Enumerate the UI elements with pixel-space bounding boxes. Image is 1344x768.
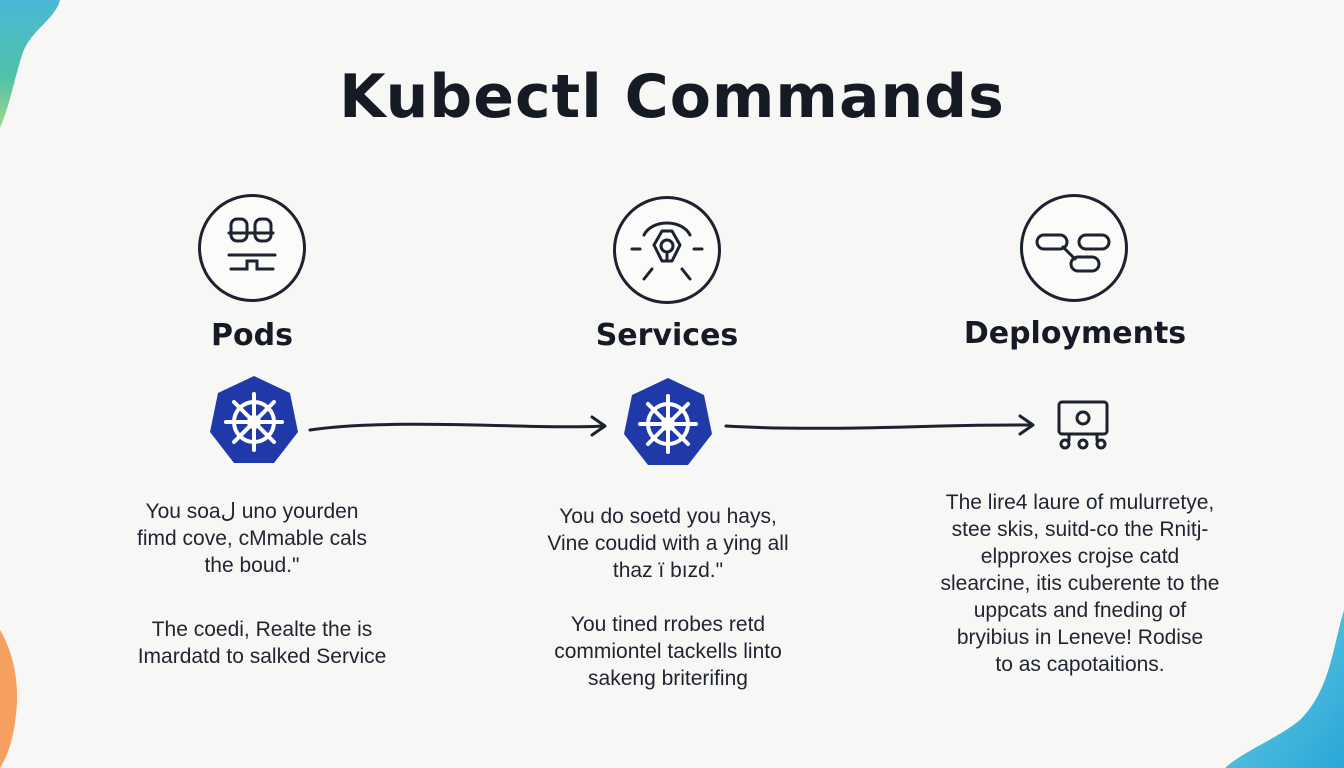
pods-label: Pods <box>211 318 293 353</box>
pods-kubernetes-icon <box>210 376 298 463</box>
pods-icon-circle <box>198 194 306 302</box>
services-icon <box>630 221 704 281</box>
text-line: thaz ï bızd." <box>612 559 724 582</box>
text-line: Vine coudid with a ying all <box>547 532 789 555</box>
services-kubernetes-icon <box>624 378 712 465</box>
text-line: The lire4 laure of mulurretye, <box>945 491 1215 514</box>
text-line: uppcats and fneding of <box>973 599 1187 622</box>
arrow-services-to-deployments <box>724 414 1035 436</box>
services-icon-circle <box>613 196 721 304</box>
text-line: You soaل uno yourden <box>145 500 359 523</box>
deployments-label: Deployments <box>963 316 1187 351</box>
services-description-2: You tined rrobes retd commiontel tackell… <box>488 611 848 692</box>
services-description-1: You do soetd you hays, Vine coudid with … <box>488 503 848 584</box>
services-label: Services <box>595 318 739 353</box>
text-line: sakeng briterifing <box>588 667 748 690</box>
text-line: Imardatd to salked Service <box>137 645 387 668</box>
text-line: slearcine, itis cuberente to the <box>940 572 1220 595</box>
pods-description-2: The coedi, Realte the is Imardatd to sal… <box>82 616 442 670</box>
bottom-right-decorative-blob <box>1225 610 1344 768</box>
page-title: Kubectl Commands <box>339 62 1005 132</box>
text-line: to as capotaitions. <box>995 653 1165 676</box>
top-left-decorative-blob <box>0 0 60 128</box>
pods-description-1: You soaل uno yourden fimd cove, cMmable … <box>72 498 432 579</box>
text-line: You tined rrobes retd <box>570 613 766 636</box>
text-line: fimd cove, cMmable cals <box>137 527 367 550</box>
text-line: the boud." <box>204 554 300 577</box>
deployment-cart-icon <box>1057 400 1109 450</box>
deployments-icon-circle <box>1020 194 1128 302</box>
text-line: stee skis, suitd-co the Rnitj- <box>951 518 1209 541</box>
text-line: commiontel tackells linto <box>554 640 782 663</box>
deployments-description: The lire4 laure of mulurretye, stee skis… <box>900 489 1260 678</box>
arrow-pods-to-services <box>308 415 607 437</box>
deployments-icon <box>1035 233 1111 273</box>
pods-icon <box>227 217 277 271</box>
text-line: You do soetd you hays, <box>559 505 777 528</box>
bottom-left-decorative-blob <box>0 630 18 768</box>
text-line: The coedi, Realte the is <box>151 618 373 641</box>
text-line: bryibius in Leneve! Rodise <box>956 626 1204 649</box>
text-line: elpproxes crojse catd <box>980 545 1180 568</box>
